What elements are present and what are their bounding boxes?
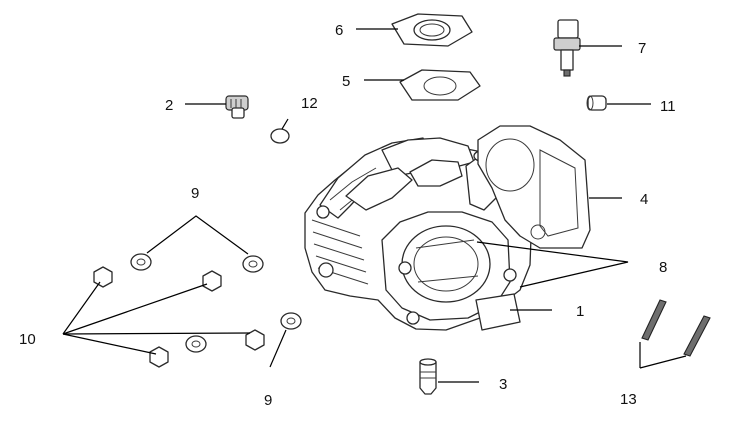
- nuts: [93, 266, 265, 368]
- leader-lines: [62, 28, 687, 383]
- callout-1: 1: [576, 303, 584, 320]
- part-5-gasket: [399, 69, 481, 101]
- callout-9-bottom: 9: [264, 392, 272, 409]
- part-3-fitting: [419, 358, 437, 395]
- callout-labels: 1 2 3 4 5 6 7 8 9 9 10 11 12 13: [19, 22, 676, 409]
- studs: [641, 299, 711, 357]
- callout-5: 5: [342, 73, 350, 90]
- callout-10: 10: [19, 331, 36, 348]
- nut: [245, 329, 265, 351]
- washer: [242, 255, 264, 273]
- part-11-dowel: [586, 95, 607, 111]
- head-gasket: [477, 125, 591, 249]
- callout-8: 8: [659, 259, 667, 276]
- washer: [130, 253, 152, 271]
- callout-11: 11: [660, 98, 676, 115]
- callout-4: 4: [640, 191, 648, 208]
- part-12-o-ring: [270, 128, 290, 144]
- washers: [130, 253, 302, 353]
- callout-13: 13: [620, 391, 637, 408]
- nut: [149, 346, 169, 368]
- washer: [185, 335, 207, 353]
- callout-9-top: 9: [191, 185, 199, 202]
- callout-6: 6: [335, 22, 343, 39]
- callout-3: 3: [499, 376, 507, 393]
- washer: [280, 312, 302, 330]
- stud: [683, 315, 711, 357]
- stud: [641, 299, 667, 341]
- nut: [93, 266, 113, 288]
- part-7-sensor: [553, 19, 581, 77]
- callout-12: 12: [301, 95, 318, 112]
- callout-7: 7: [638, 40, 646, 57]
- part-2-fitting: [225, 95, 249, 119]
- nut: [202, 270, 222, 292]
- callout-2: 2: [165, 97, 173, 114]
- part-6-spacer: [391, 13, 473, 47]
